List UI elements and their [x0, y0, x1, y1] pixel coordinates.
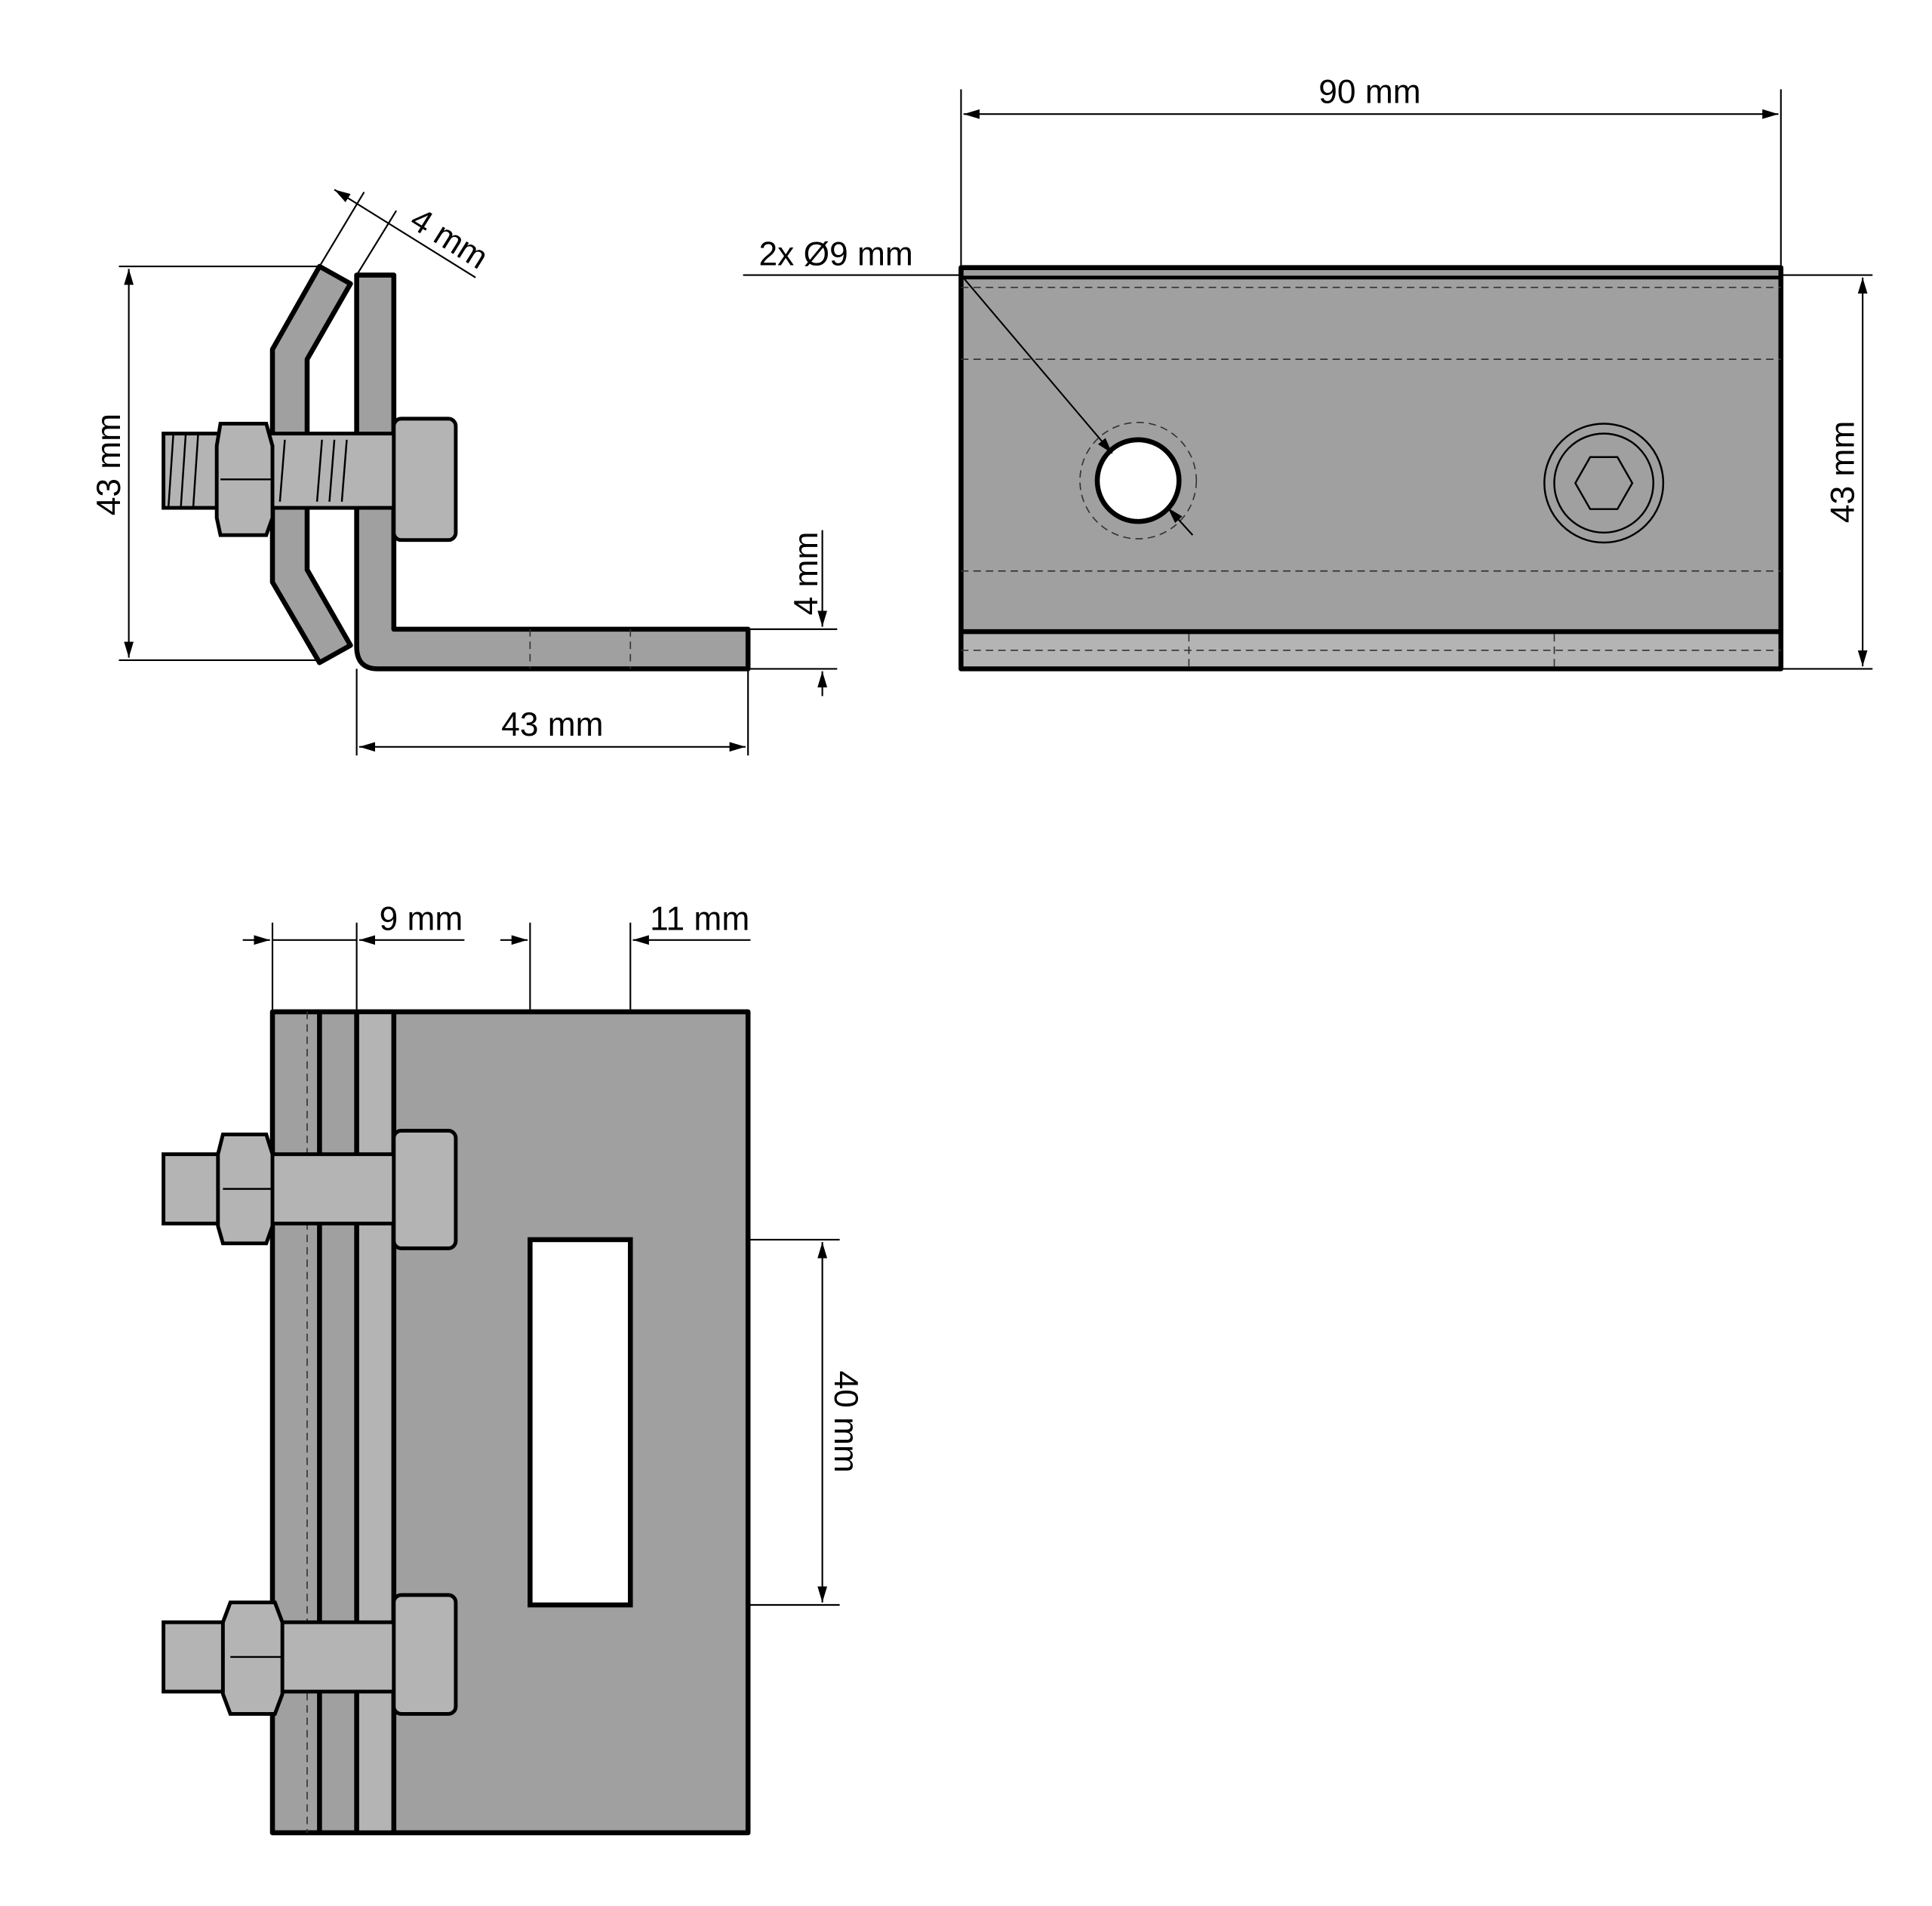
front-view: 9 mm 11 mm 40 mm: [162, 901, 864, 1836]
bolt-head: [392, 417, 458, 543]
angled-clamp-plate: [269, 263, 353, 666]
dim-hole-diameter: 2x Ø9 mm: [759, 235, 913, 272]
mounting-hole: [1094, 437, 1182, 524]
dim-height-right: 43 mm: [1825, 421, 1862, 523]
dim-offset-11: 11 mm: [650, 901, 749, 938]
top-view: 90 mm 2x Ø9 mm 43 mm: [743, 73, 1873, 672]
bolt-thread: [162, 432, 396, 510]
dim-offset-9: 9 mm: [380, 901, 463, 938]
dim-width-top: 90 mm: [1318, 73, 1420, 110]
slot: [528, 1237, 633, 1608]
dim-flange-thickness: 4 mm: [788, 532, 825, 616]
hex-socket-icon: [1574, 456, 1634, 510]
side-view: 43 mm 43 mm 4 mm 4 mm: [91, 189, 838, 756]
bolt-upper: [162, 1129, 458, 1250]
bolt-lower: [162, 1593, 458, 1716]
dim-slot-40: 40 mm: [827, 1370, 864, 1472]
dim-plate-thickness: 4 mm: [404, 201, 494, 276]
socket-bolt-head: [1543, 423, 1665, 544]
dim-length-bottom: 43 mm: [501, 706, 603, 743]
bracket-face: [958, 265, 1784, 672]
l-bracket-profile: [354, 272, 751, 672]
bracket-plate: [269, 1009, 751, 1836]
dim-height-left: 43 mm: [91, 413, 128, 515]
